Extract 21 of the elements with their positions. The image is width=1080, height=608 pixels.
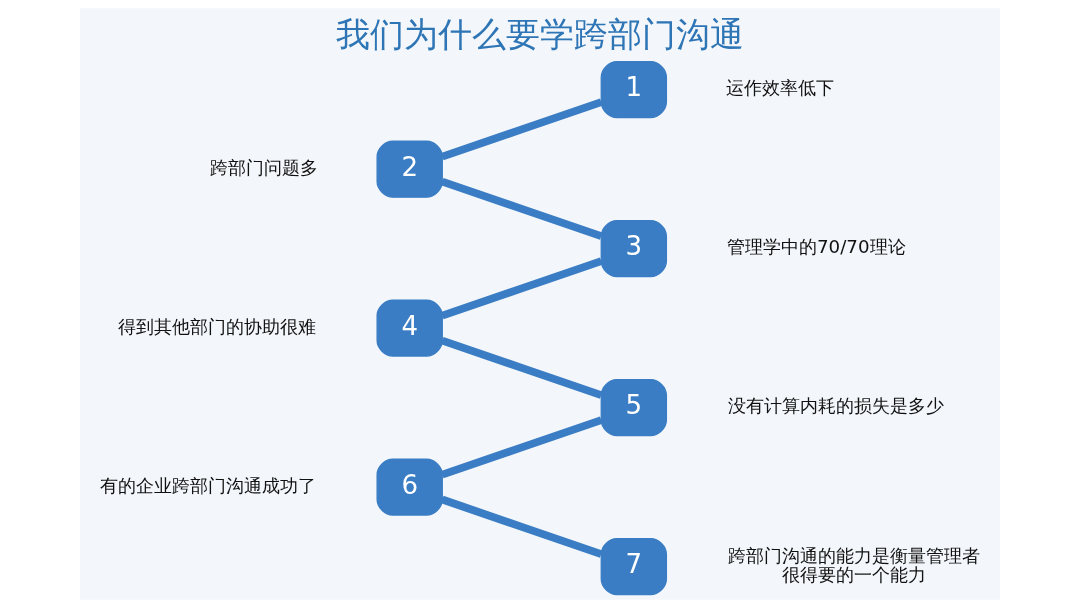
node-box: 2 <box>376 140 443 198</box>
connector <box>441 416 603 479</box>
node-box: 7 <box>600 537 668 596</box>
node-label: 有的企业跨部门沟通成功了 <box>99 474 316 496</box>
node-box: 5 <box>600 378 668 437</box>
connector <box>441 336 603 399</box>
node-label: 管理学中的70/70理论 <box>726 236 906 258</box>
connector <box>441 257 603 320</box>
node-box: 4 <box>376 299 443 357</box>
node-label: 得到其他部门的协助很难 <box>117 315 316 337</box>
node-label: 运作效率低下 <box>725 77 834 99</box>
connector <box>441 98 603 161</box>
node-label: 跨部门沟通的能力是衡量管理者很得要的一个能力 <box>728 544 981 586</box>
node-label: 没有计算内耗的损失是多少 <box>727 395 944 417</box>
node-box: 3 <box>600 219 668 278</box>
diagram-title: 我们为什么要学跨部门沟通 <box>336 14 744 54</box>
node-label: 跨部门问题多 <box>209 156 318 178</box>
node-box: 1 <box>600 60 668 119</box>
node-box: 6 <box>376 458 443 516</box>
connector <box>441 495 603 558</box>
connector <box>441 177 603 240</box>
